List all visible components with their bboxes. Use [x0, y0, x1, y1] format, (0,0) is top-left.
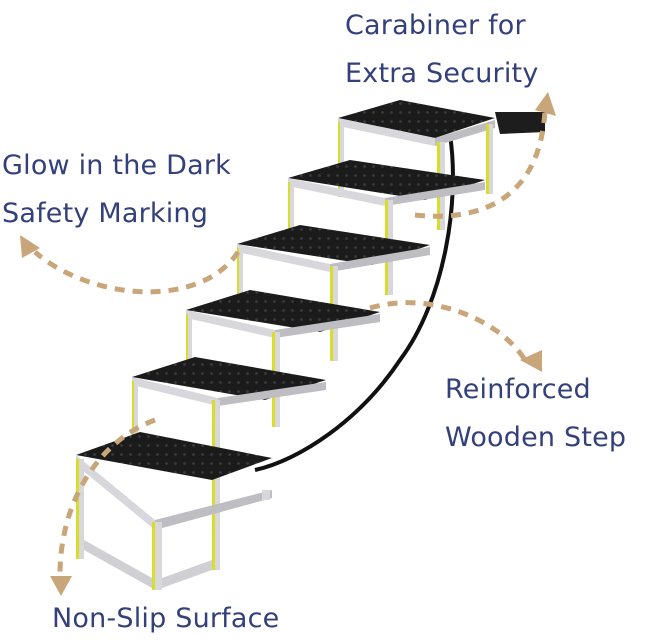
step-2 [132, 357, 326, 570]
callout-reinforced: Reinforced Wooden Step [445, 366, 626, 462]
callout-carabiner-line-1: Carabiner for [345, 10, 526, 41]
callout-glow-line-1: Glow in the Dark [2, 150, 231, 181]
arrow-heads [20, 92, 556, 596]
strap [254, 134, 455, 472]
arrow-glow [33, 250, 241, 295]
arrow-reinforced [369, 300, 528, 362]
arrow-nonslip [57, 417, 156, 576]
callout-reinforced-line-2: Wooden Step [445, 422, 627, 453]
callout-nonslip-line-1: Non-Slip Surface [52, 603, 280, 634]
arrowhead-reinforced [520, 350, 542, 372]
stairs [76, 100, 495, 590]
callout-carabiner: Carabiner for Extra Security [345, 2, 539, 98]
arrow-carabiner [414, 109, 548, 219]
callout-glow: Glow in the Dark Safety Marking [2, 142, 231, 238]
callout-carabiner-line-2: Extra Security [345, 58, 539, 89]
strap-carabiner-end [495, 112, 545, 134]
arrowhead-nonslip [50, 576, 72, 596]
step-5 [288, 160, 485, 295]
step-1 [76, 432, 272, 590]
callout-reinforced-line-1: Reinforced [445, 374, 591, 405]
callout-arrows [33, 109, 548, 576]
arrowhead-glow [20, 235, 40, 258]
callout-glow-line-2: Safety Marking [2, 198, 209, 229]
step-4 [237, 225, 430, 361]
callout-nonslip: Non-Slip Surface [52, 595, 280, 643]
arrowhead-carabiner [535, 92, 556, 116]
